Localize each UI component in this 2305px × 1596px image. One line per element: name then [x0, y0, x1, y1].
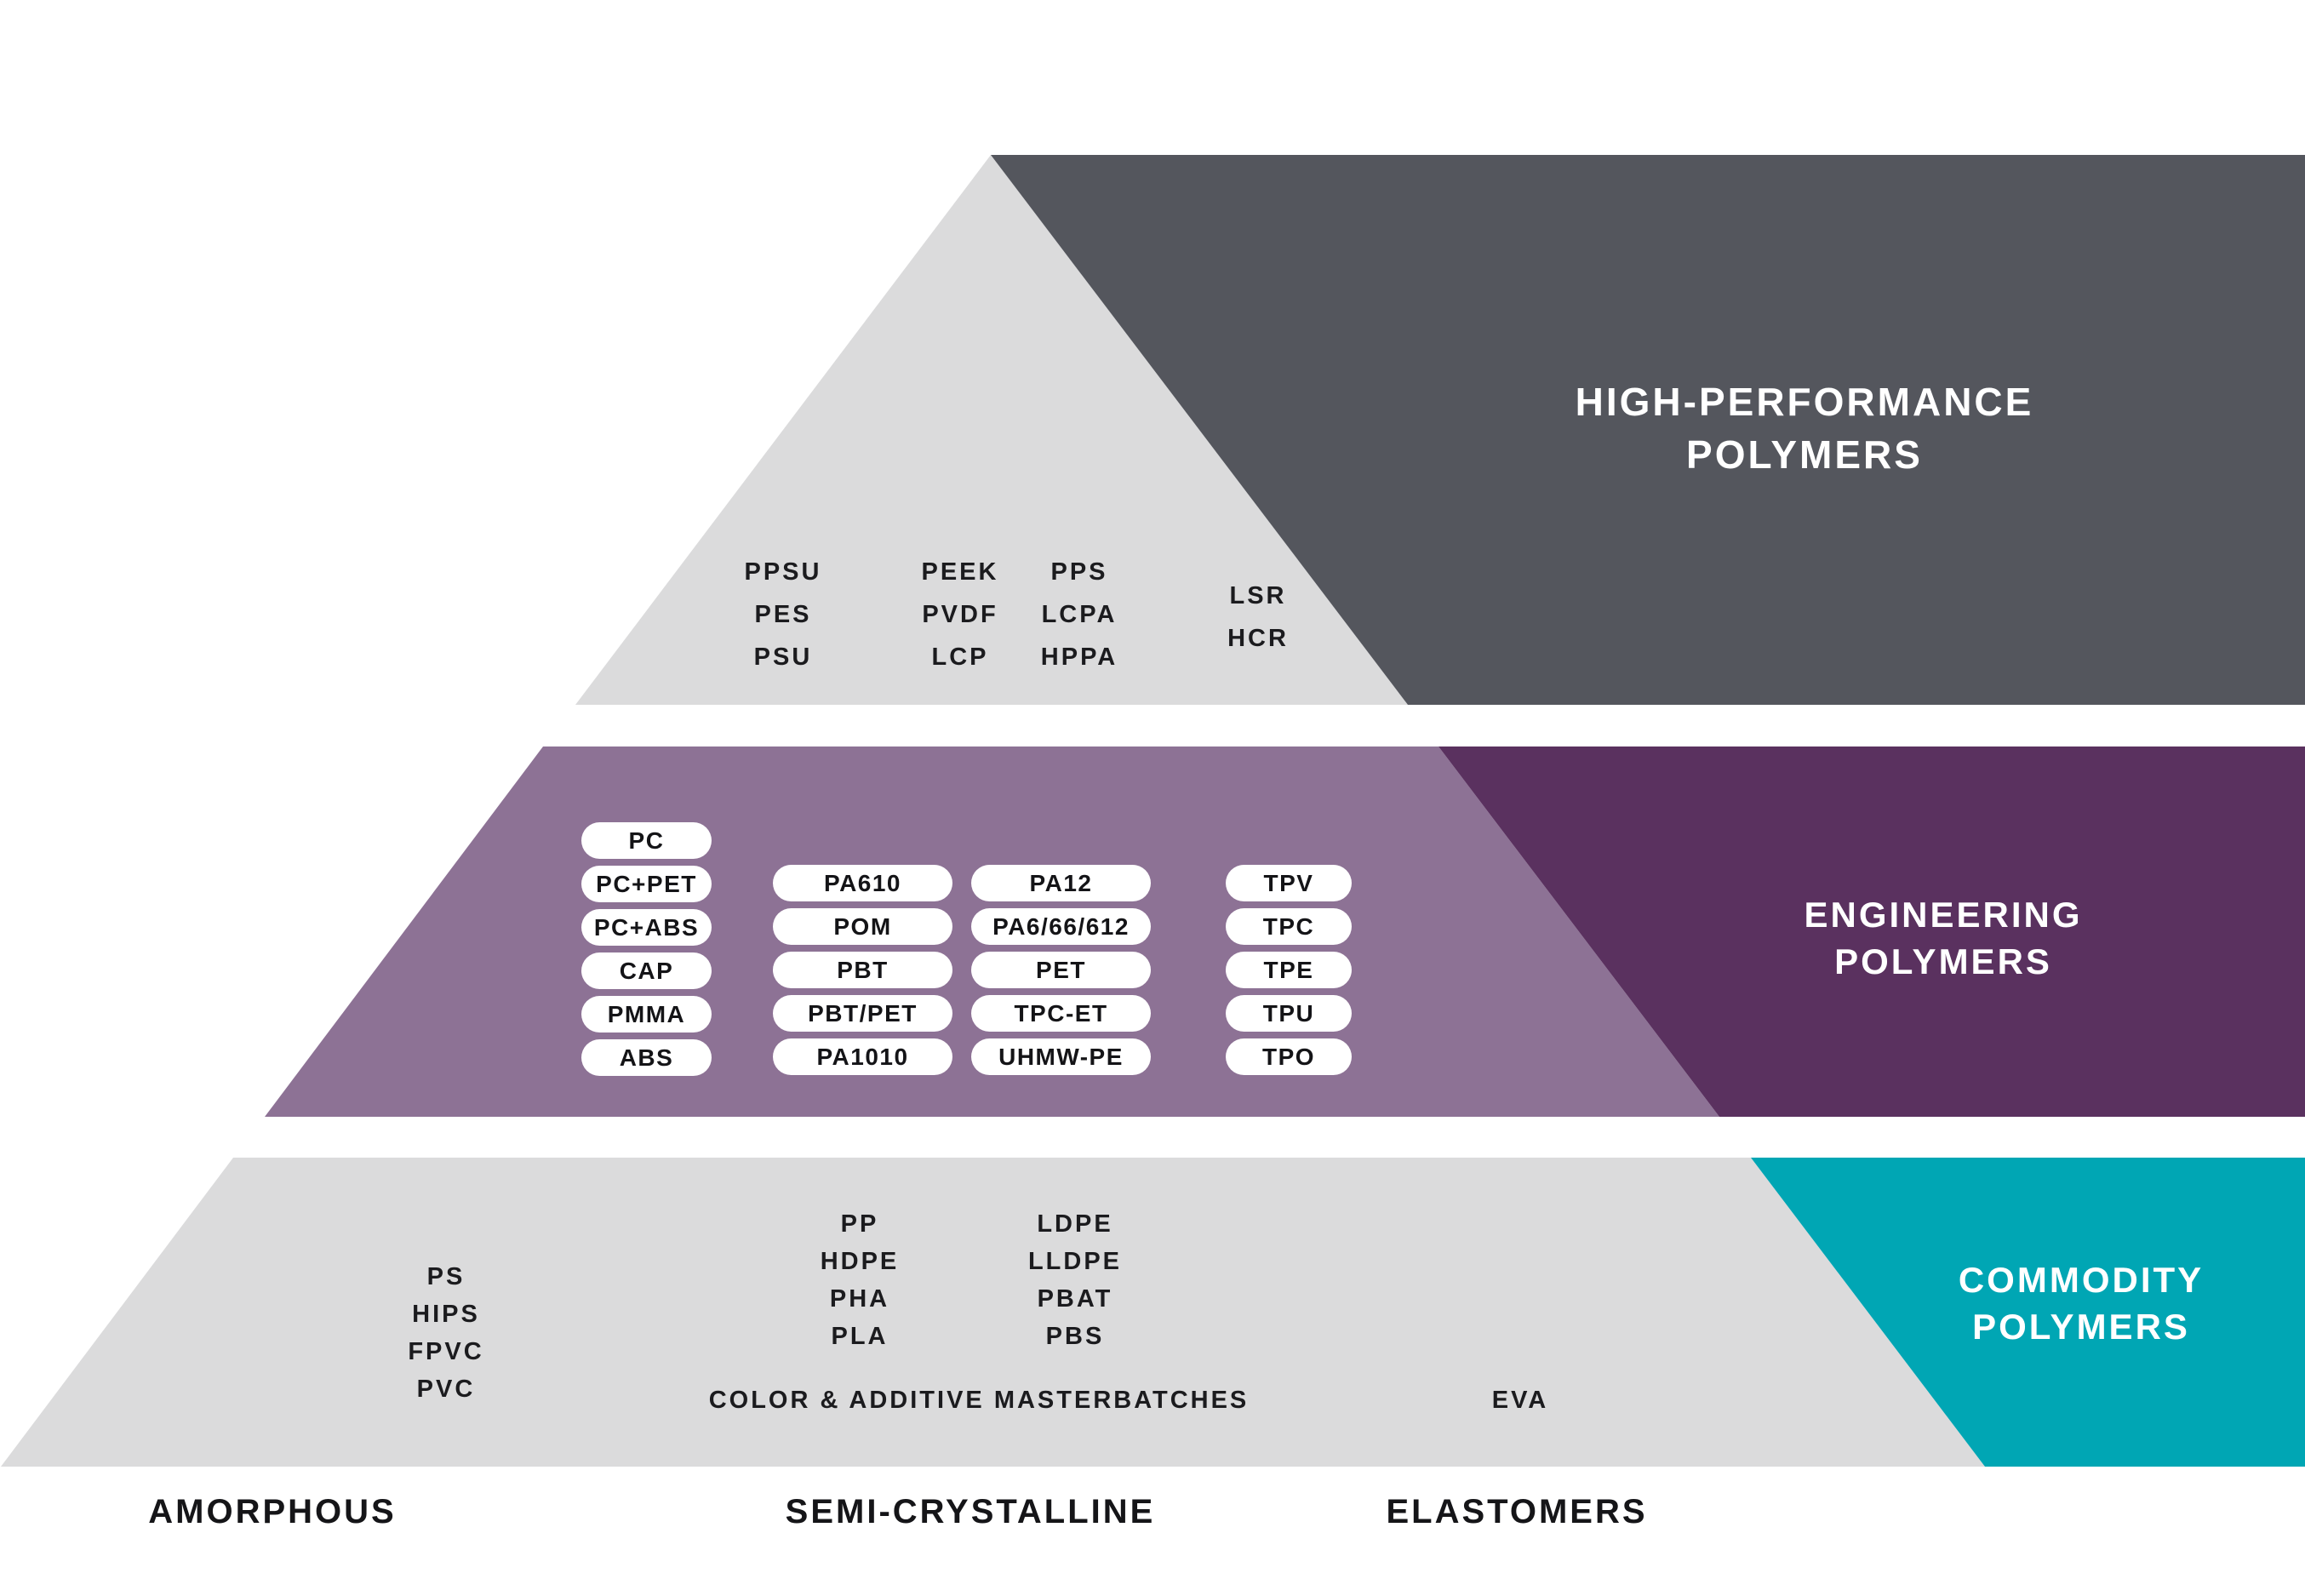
hp-column-sulfones: PPSU PES PSU — [698, 551, 868, 678]
polymer-label: LDPE — [1037, 1210, 1113, 1238]
polymer-label: PBS — [1045, 1323, 1105, 1350]
polymer-pill: PA1010 — [773, 1038, 952, 1075]
masterbatches-label: COLOR & ADDITIVE MASTERBATCHES — [708, 1387, 1250, 1414]
polymer-label: PP — [840, 1210, 879, 1238]
polymer-label: PLA — [831, 1323, 889, 1350]
polymer-label: PS — [426, 1263, 466, 1290]
polymer-pill: PBT/PET — [773, 995, 952, 1032]
polymer-pill: PET — [971, 952, 1151, 988]
commodity-column-polyolefins-1: PP HDPE PHA PLA — [775, 1205, 945, 1355]
polymer-label: HIPS — [412, 1301, 480, 1328]
polymer-label: PHA — [829, 1285, 890, 1313]
band-title-line: POLYMERS — [1686, 432, 1923, 477]
polymer-label: HCR — [1227, 625, 1289, 652]
polymer-pill: PMMA — [581, 996, 712, 1033]
polymer-pill: ABS — [581, 1039, 712, 1076]
band-title-high-performance: HIGH-PERFORMANCE POLYMERS — [1507, 375, 2102, 481]
polymer-label: LSR — [1229, 582, 1287, 609]
tier-high-performance-triangle — [575, 155, 1408, 705]
polymer-pill: PA6/66/612 — [971, 908, 1151, 945]
polymer-pill: POM — [773, 908, 952, 945]
band-title-line: ENGINEERING — [1804, 895, 2083, 935]
polymer-pill: CAP — [581, 952, 712, 989]
polymer-label-eva: EVA — [1491, 1387, 1549, 1414]
polymer-pill: TPC — [1226, 908, 1352, 945]
band-engineering — [1438, 747, 2305, 1117]
eng-column-semicrystalline-2: PA12 PA6/66/612 PET TPC-ET UHMW-PE — [971, 865, 1151, 1075]
polymer-label: LCP — [931, 644, 989, 671]
polymer-label: LLDPE — [1027, 1248, 1123, 1275]
polymer-pill: PC — [581, 822, 712, 859]
eng-column-semicrystalline-1: PA610 POM PBT PBT/PET PA1010 — [773, 865, 952, 1075]
polymer-label: PPS — [1050, 558, 1108, 586]
eng-column-elastomers: TPV TPC TPE TPU TPO — [1226, 865, 1352, 1075]
band-high-performance — [991, 155, 2305, 705]
polymer-pill: TPC-ET — [971, 995, 1151, 1032]
hp-column-aromatics: PPS LCPA HPPA — [994, 551, 1164, 678]
polymer-label: HPPA — [1040, 644, 1118, 671]
axis-label-amorphous: AMORPHOUS — [148, 1493, 397, 1530]
polymer-pill: PC+ABS — [581, 909, 712, 946]
axis-label-elastomers: ELASTOMERS — [1386, 1493, 1648, 1530]
tier-commodity-trapezoid — [1, 1158, 1985, 1467]
commodity-column-polyolefins-2: LDPE LLDPE PBAT PBS — [990, 1205, 1160, 1355]
polymer-label: FPVC — [408, 1338, 484, 1365]
polymer-pill: TPU — [1226, 995, 1352, 1032]
polymer-label: HDPE — [820, 1248, 900, 1275]
polymer-pill: UHMW-PE — [971, 1038, 1151, 1075]
eng-column-amorphous: PC PC+PET PC+ABS CAP PMMA ABS — [581, 822, 712, 1076]
polymer-label: PES — [754, 601, 812, 628]
polymer-label: PEEK — [921, 558, 999, 586]
polymer-label: LCPA — [1041, 601, 1118, 628]
polymer-pill: PBT — [773, 952, 952, 988]
polymer-label: PBAT — [1037, 1285, 1113, 1313]
polymer-pill: TPV — [1226, 865, 1352, 901]
commodity-column-amorphous: PS HIPS FPVC PVC — [361, 1258, 531, 1408]
band-title-engineering: ENGINEERING POLYMERS — [1688, 891, 2199, 985]
polymer-pill: PA12 — [971, 865, 1151, 901]
polymer-label: PVC — [416, 1376, 476, 1403]
axis-label-semi-crystalline: SEMI-CRYSTALLINE — [785, 1493, 1156, 1530]
polymer-label: PVDF — [922, 601, 998, 628]
band-title-line: COMMODITY — [1958, 1260, 2205, 1300]
band-commodity — [1751, 1158, 2305, 1467]
polymer-pill: TPE — [1226, 952, 1352, 988]
polymer-pill: PC+PET — [581, 866, 712, 902]
polymer-pill: PA610 — [773, 865, 952, 901]
polymer-label: PSU — [753, 644, 813, 671]
polymer-label: PPSU — [744, 558, 822, 586]
polymer-pill: TPO — [1226, 1038, 1352, 1075]
band-title-line: POLYMERS — [1834, 941, 2052, 981]
band-title-line: HIGH-PERFORMANCE — [1575, 380, 2034, 424]
hp-column-fluoro: PEEK PVDF LCP — [875, 551, 1045, 678]
hp-column-silicones: LSR HCR — [1173, 575, 1343, 660]
band-title-line: POLYMERS — [1972, 1307, 2190, 1347]
band-title-commodity: COMMODITY POLYMERS — [1826, 1256, 2305, 1350]
